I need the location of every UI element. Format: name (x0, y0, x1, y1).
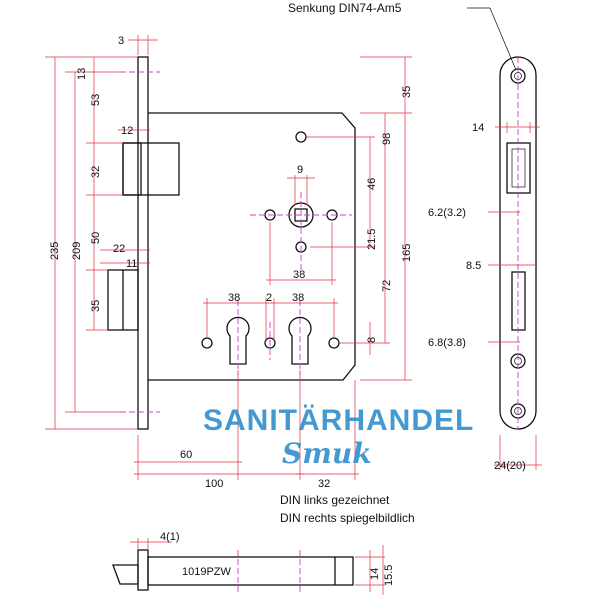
dim-f24: 24(20) (494, 460, 526, 472)
top-view-dims: 4(1) 14 15.5 (130, 531, 395, 595)
faceplate-strip (137, 56, 149, 430)
cylinder-profile-left (226, 316, 250, 365)
dim-72: 72 (381, 280, 393, 292)
dim-21-5: 21.5 (366, 229, 378, 250)
lock-top-view: 1019PZW (112, 549, 354, 592)
dim-3: 3 (118, 35, 124, 47)
dim-209: 209 (71, 242, 83, 260)
dim-b15-5: 15.5 (383, 565, 395, 586)
lock-case (107, 56, 356, 430)
top-view-latch (112, 564, 139, 585)
latch-bolt (122, 142, 180, 196)
latch-bolt-tip (122, 142, 142, 196)
dim-235: 235 (49, 242, 61, 260)
dim-12: 12 (121, 125, 133, 137)
part-code: 1019PZW (182, 566, 232, 578)
dim-38-cyl-left: 38 (228, 292, 240, 304)
dim-22: 22 (113, 243, 125, 255)
dim-53: 53 (90, 94, 102, 106)
dim-8: 8 (366, 337, 378, 343)
dim-f8-5: 8.5 (466, 260, 481, 272)
dim-35-left: 35 (90, 300, 102, 312)
watermark-line1: SANITÄRHANDEL (203, 404, 474, 437)
dim-b14: 14 (369, 568, 381, 580)
latch-opening (506, 142, 531, 194)
dim-38-cyl-right: 38 (292, 292, 304, 304)
dim-32v: 32 (90, 166, 102, 178)
watermark-logo: SANITÄRHANDEL Smuk (203, 404, 474, 470)
dim-98: 98 (381, 133, 393, 145)
dim-f6-8: 6.8(3.8) (428, 337, 466, 349)
dim-b4: 4(1) (160, 531, 180, 543)
watermark-line2: Smuk (282, 437, 372, 470)
note-din-right: DIN rechts spiegelbildlich (280, 511, 415, 525)
dimension-labels: 3 13 53 12 32 50 22 11 35 235 209 35 98 … (49, 35, 413, 490)
dim-13: 13 (76, 68, 88, 80)
top-view-faceplate (137, 549, 149, 591)
case-outline (148, 112, 356, 381)
dim-2: 2 (266, 292, 272, 304)
dim-32h: 32 (318, 478, 330, 490)
dim-f14: 14 (472, 122, 484, 134)
faceplate-dims: 14 6.2(3.2) 8.5 6.8(3.8) 24(20) (428, 122, 542, 472)
faceplate-view (499, 56, 537, 430)
dim-50: 50 (90, 232, 102, 244)
dim-38-follower: 38 (293, 269, 305, 281)
dim-9: 9 (297, 164, 303, 176)
countersink-note: Senkung DIN74-Am5 (288, 1, 402, 15)
dimension-lines (45, 35, 412, 480)
dim-165: 165 (401, 244, 413, 262)
cylinder-profile-right (288, 316, 312, 365)
dim-46: 46 (366, 178, 378, 190)
dim-f6-2: 6.2(3.2) (428, 207, 466, 219)
hole-cyl-mid (264, 337, 276, 349)
bolt-opening (511, 271, 526, 331)
hole-cyl-left (201, 337, 213, 349)
dim-100: 100 (205, 478, 223, 490)
hole-cyl-right (328, 337, 340, 349)
dim-60: 60 (180, 449, 192, 461)
hole-top (295, 131, 307, 143)
dim-35-right: 35 (401, 86, 413, 98)
center-lines (120, 71, 352, 413)
note-din-left: DIN links gezeichnet (280, 493, 390, 507)
dim-11: 11 (126, 258, 137, 270)
top-view-case (147, 556, 354, 586)
